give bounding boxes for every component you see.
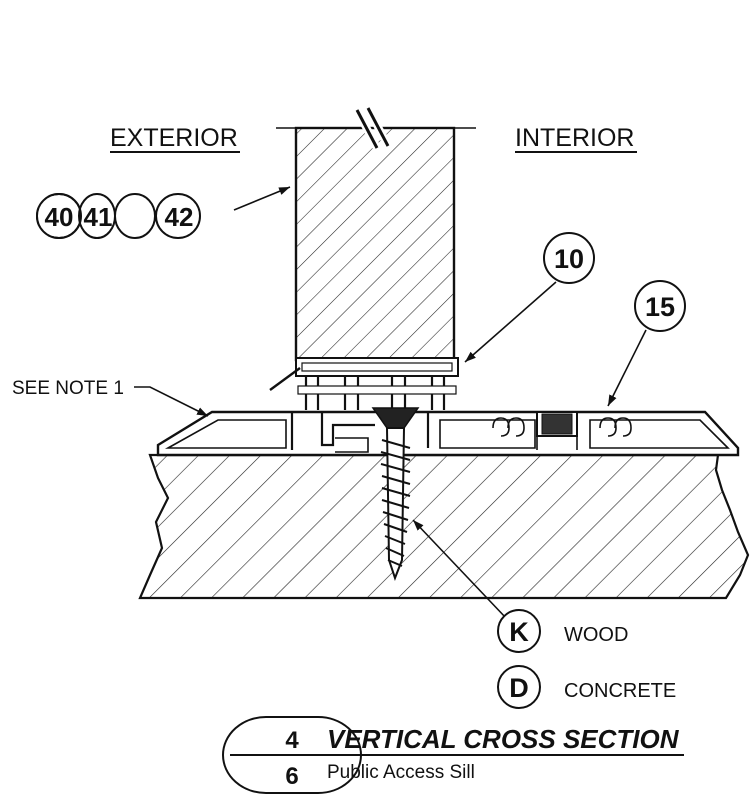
see-note-label: SEE NOTE 1 — [12, 378, 124, 399]
balloon-10-text: 10 — [554, 244, 584, 274]
fastener-screw — [371, 407, 420, 581]
balloon-40: 40 — [45, 202, 74, 232]
balloon-15: 15 — [634, 280, 686, 332]
sheet-number: 6 — [285, 763, 298, 790]
wood-label: WOOD — [564, 624, 628, 646]
balloon-10: 10 — [543, 232, 595, 284]
fastener-legend: K WOOD D CONCRETE — [497, 609, 676, 709]
balloon-d: D — [509, 673, 529, 703]
detail-number: 4 — [285, 727, 299, 754]
balloon-group-glass: 40 41 42 — [36, 193, 201, 239]
balloon-41: 41 — [84, 202, 113, 232]
balloon-42: 42 — [165, 202, 194, 232]
concrete-label: CONCRETE — [564, 680, 676, 702]
leader-lines — [134, 186, 647, 619]
exterior-label: EXTERIOR — [110, 124, 238, 152]
balloon-k: K — [509, 617, 529, 647]
detail-title: VERTICAL CROSS SECTION — [327, 724, 680, 754]
glass-panel — [276, 106, 476, 362]
balloon-15-text: 15 — [645, 292, 675, 322]
sill-profile — [156, 410, 740, 457]
title-block: 4 6 VERTICAL CROSS SECTION Public Access… — [222, 716, 684, 794]
glass-shoe — [269, 357, 459, 410]
interior-label: INTERIOR — [515, 124, 634, 152]
substrate — [138, 453, 750, 600]
detail-subtitle: Public Access Sill — [327, 762, 475, 783]
